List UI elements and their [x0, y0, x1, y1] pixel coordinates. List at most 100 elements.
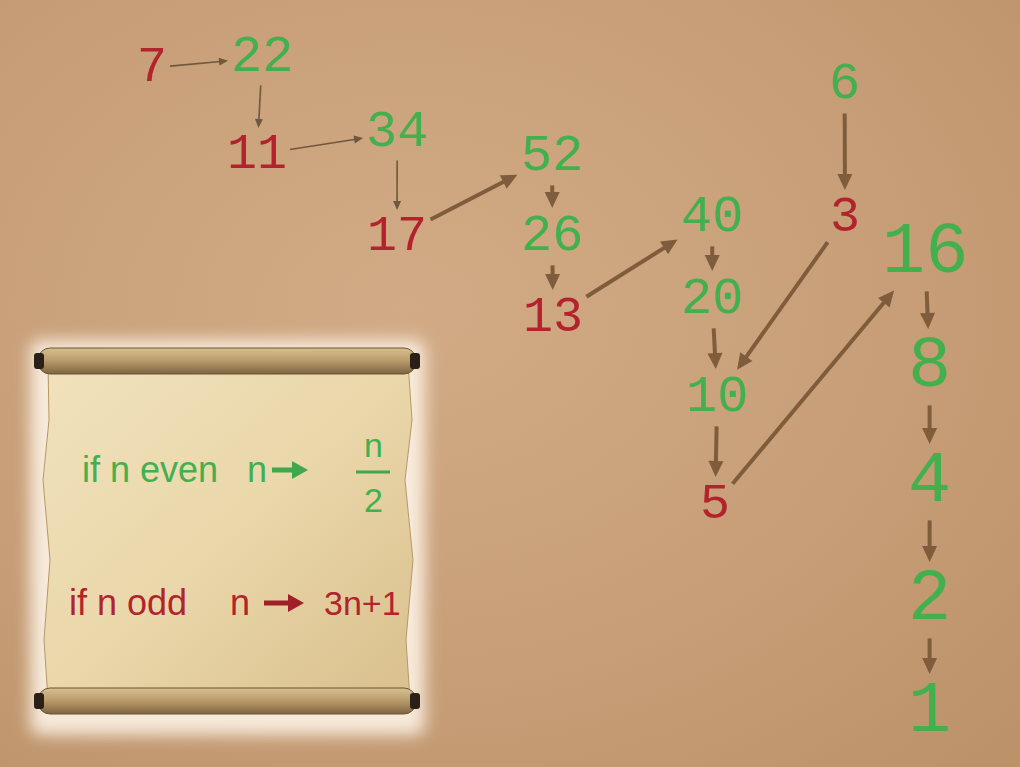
- arrow-head: [922, 428, 937, 444]
- flow-arrow: [255, 85, 263, 128]
- arrow-shaft: [714, 328, 715, 356]
- number-node: 11: [227, 131, 287, 179]
- number-node: 5: [700, 481, 730, 529]
- number-label: 8: [908, 333, 951, 401]
- arrow-shaft: [925, 291, 930, 316]
- number-label: 2: [908, 566, 951, 634]
- number-node: 34: [366, 108, 428, 157]
- number-node: 26: [521, 212, 583, 261]
- arrow-shaft: [290, 139, 356, 149]
- arrow-head: [708, 461, 723, 477]
- flow-arrow: [707, 328, 722, 369]
- arrow-head: [922, 658, 937, 674]
- arrow-shaft: [928, 405, 932, 431]
- number-label: 1: [908, 678, 951, 746]
- arrow-shaft: [259, 85, 261, 120]
- rule-text: n: [364, 428, 383, 462]
- flow-arrow: [705, 246, 720, 271]
- flow-arrow: [545, 265, 560, 290]
- flow-arrow: [837, 113, 852, 190]
- number-label: 13: [523, 294, 583, 342]
- flow-arrow: [922, 520, 937, 562]
- arrow-head: [737, 352, 752, 369]
- flow-arrow: [545, 185, 560, 208]
- number-node: 3: [830, 194, 860, 242]
- flow-arrow: [922, 405, 937, 444]
- number-node: 8: [908, 333, 951, 401]
- arrow-head: [707, 353, 722, 369]
- rule-text: if n even: [82, 452, 218, 488]
- arrow-head: [878, 290, 894, 307]
- arrow-shaft: [928, 638, 932, 661]
- rule-text: n: [247, 452, 267, 488]
- flow-arrow: [586, 239, 677, 296]
- number-label: 34: [366, 108, 428, 157]
- number-label: 26: [521, 212, 583, 261]
- number-node: 40: [681, 193, 743, 242]
- arrow-shaft: [586, 246, 666, 297]
- arrow-shaft: [170, 61, 221, 66]
- number-label: 11: [227, 131, 287, 179]
- number-label: 20: [681, 275, 743, 324]
- number-label: 5: [700, 481, 730, 529]
- arrow-shaft: [396, 160, 398, 202]
- number-node: 52: [521, 132, 583, 181]
- number-node: 13: [523, 294, 583, 342]
- flow-arrow: [708, 426, 723, 477]
- number-label: 7: [137, 44, 167, 92]
- number-node: 10: [686, 373, 748, 422]
- number-label: 22: [231, 33, 293, 82]
- number-node: 20: [681, 275, 743, 324]
- flow-arrow: [431, 175, 518, 220]
- arrow-shaft: [733, 300, 886, 483]
- flow-arrow: [170, 58, 228, 66]
- rule-text: 2: [364, 483, 383, 517]
- arrow-shaft: [431, 180, 506, 219]
- arrow-head: [837, 174, 852, 190]
- scroll-parchment: [43, 362, 413, 700]
- arrow-head: [920, 313, 935, 329]
- number-node: 17: [367, 213, 427, 261]
- arrow-shaft: [744, 242, 827, 359]
- rule-text: n: [230, 585, 250, 621]
- flow-arrow: [733, 290, 894, 483]
- number-node: 6: [829, 60, 860, 109]
- number-node: 1: [908, 678, 951, 746]
- arrow-shaft: [928, 520, 932, 549]
- scroll-bottom-rod: [38, 688, 416, 714]
- flow-arrow: [290, 136, 363, 150]
- arrow-head: [545, 192, 560, 208]
- arrow-head: [500, 175, 518, 189]
- flow-arrow: [922, 638, 937, 674]
- rod-end: [410, 693, 420, 709]
- even-rule-arrow: [272, 461, 308, 479]
- number-label: 16: [882, 219, 968, 287]
- number-label: 52: [521, 132, 583, 181]
- rod-end: [34, 353, 44, 369]
- number-node: 7: [137, 44, 167, 92]
- rule-text: 3n+1: [324, 586, 401, 620]
- arrow-shaft: [843, 113, 847, 177]
- number-label: 4: [908, 448, 951, 516]
- scroll-top-rod: [38, 348, 416, 374]
- number-label: 40: [681, 193, 743, 242]
- rule-scroll: if n even n n 2 if n odd n 3n+1: [35, 345, 420, 730]
- fraction-bar: [356, 471, 390, 474]
- arrow-head: [219, 58, 228, 66]
- scroll-glow: [30, 340, 425, 735]
- number-label: 17: [367, 213, 427, 261]
- number-label: 3: [830, 194, 860, 242]
- flow-arrow: [737, 242, 828, 370]
- number-node: 4: [908, 448, 951, 516]
- rule-text: if n odd: [69, 585, 187, 621]
- number-node: 2: [908, 566, 951, 634]
- arrow-head: [545, 274, 560, 290]
- arrow-head: [922, 546, 937, 562]
- number-node: 22: [231, 33, 293, 82]
- number-label: 10: [686, 373, 748, 422]
- arrow-head: [705, 255, 720, 271]
- arrow-head: [354, 136, 364, 144]
